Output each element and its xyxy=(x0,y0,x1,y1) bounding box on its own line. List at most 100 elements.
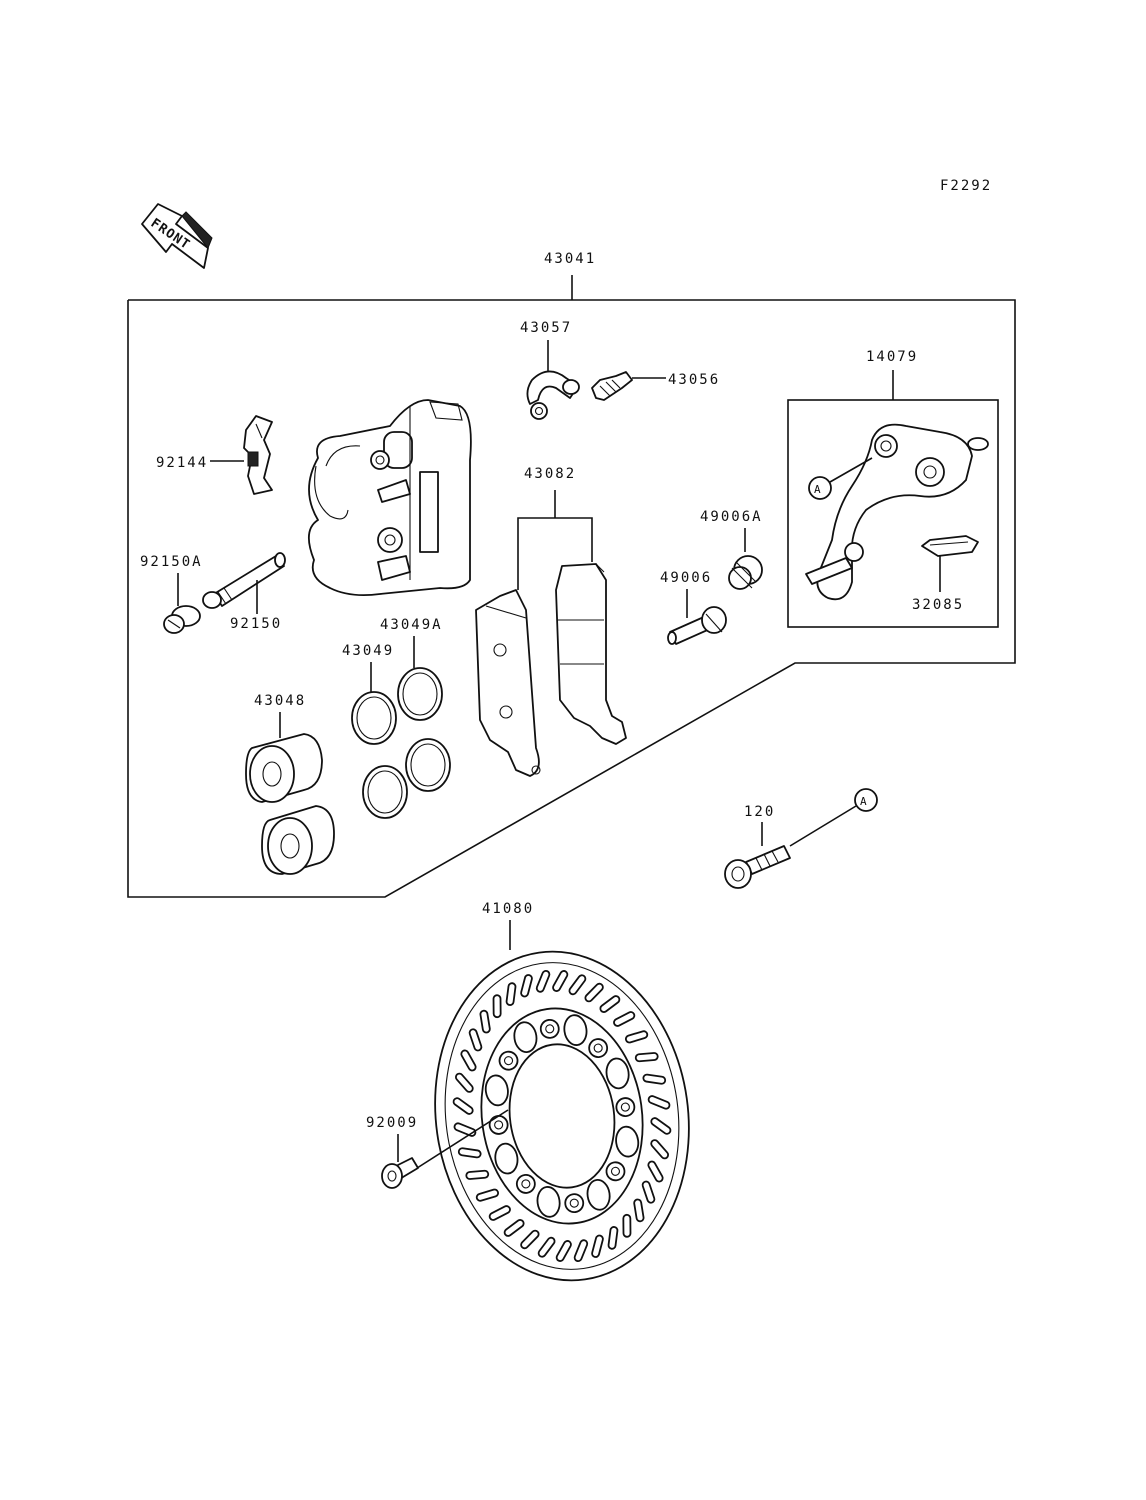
ref-marker-a-label-2: A xyxy=(860,795,867,808)
disc-slot xyxy=(591,1234,604,1258)
disc-slot xyxy=(633,1198,645,1223)
part-number-43049: 43049 xyxy=(342,643,394,659)
disc-slot xyxy=(634,1052,659,1063)
part-number-92150a: 92150A xyxy=(140,554,203,570)
part-number-92009: 92009 xyxy=(366,1115,418,1131)
disc-slot xyxy=(468,1028,483,1052)
disc-slot xyxy=(622,1213,632,1238)
front-arrow-icon: FRONT xyxy=(141,203,213,269)
disc-hole xyxy=(588,1038,609,1058)
part-number-43082: 43082 xyxy=(524,466,576,482)
disc-slot xyxy=(647,1095,671,1110)
disc-hole xyxy=(539,1018,560,1039)
anti-rattle-spring-part xyxy=(243,415,273,495)
disc-mount-holes xyxy=(484,1014,640,1218)
disc-hole xyxy=(605,1161,626,1182)
bleed-valve-part xyxy=(591,371,633,401)
disc-slot xyxy=(452,1097,474,1115)
banjo-fitting-part xyxy=(526,370,580,420)
disc-cutout xyxy=(615,1125,640,1158)
disc-slot xyxy=(505,982,517,1006)
disc-slot xyxy=(647,1160,664,1183)
disc-slot xyxy=(555,1240,572,1262)
disc-slot xyxy=(520,974,533,998)
part-number-49006a: 49006A xyxy=(700,509,763,525)
disc-slot xyxy=(568,974,587,996)
disc-cutout xyxy=(605,1057,630,1090)
disc-bolt-part xyxy=(381,1157,419,1189)
disc-cutout xyxy=(586,1178,611,1211)
disc-hole-inner xyxy=(620,1102,630,1112)
seal-43049-part xyxy=(351,691,408,819)
caliper-pin-part xyxy=(202,552,286,609)
disc-slot xyxy=(641,1180,656,1204)
part-number-32085: 32085 xyxy=(912,597,964,613)
disc-slot xyxy=(573,1239,589,1263)
disc-hole-inner xyxy=(521,1179,531,1189)
disc-slot xyxy=(650,1139,670,1160)
caliper-body-part xyxy=(308,399,472,597)
disc-cutout xyxy=(536,1186,561,1218)
part-number-120: 120 xyxy=(744,804,775,820)
disc-slot xyxy=(460,1049,477,1072)
disc-slot xyxy=(552,970,569,992)
disc-slot xyxy=(607,1226,619,1250)
disc-slot xyxy=(475,1188,500,1202)
disc-hole-inner xyxy=(610,1166,621,1176)
dust-boot-part xyxy=(728,555,763,590)
pad-spring-32085-part xyxy=(921,535,979,557)
bracket-group-outline xyxy=(787,399,999,628)
disc-cutout xyxy=(513,1021,538,1054)
ref-marker-a-label: A xyxy=(814,483,821,496)
disc-slot xyxy=(537,1236,556,1258)
part-number-41080: 41080 xyxy=(482,901,534,917)
disc-slot xyxy=(584,982,604,1003)
disc-cutout xyxy=(563,1014,588,1046)
disc-hole-inner xyxy=(494,1120,504,1130)
disc-slot xyxy=(453,1122,477,1137)
disc-hole-inner xyxy=(569,1198,579,1208)
disc-slot xyxy=(454,1072,474,1093)
bolt-pin-part xyxy=(667,606,727,645)
part-number-43057: 43057 xyxy=(520,320,572,336)
part-number-43041: 43041 xyxy=(544,251,596,267)
mounting-bolt-part xyxy=(724,845,791,889)
part-number-43049a: 43049A xyxy=(380,617,443,633)
disc-slot xyxy=(650,1117,672,1135)
disc-slot xyxy=(599,995,621,1013)
caliper-bracket-part xyxy=(805,423,989,601)
ref-marker-a-bolt xyxy=(854,788,878,812)
disc-hole xyxy=(515,1174,536,1194)
ref-marker-a-bracket xyxy=(808,476,832,500)
disc-slot xyxy=(479,1009,491,1034)
plug-cap-part xyxy=(163,605,201,634)
disc-cutout xyxy=(484,1074,509,1107)
part-number-49006: 49006 xyxy=(660,570,712,586)
brake-disc-part xyxy=(434,950,690,1282)
disc-hole xyxy=(564,1193,585,1214)
part-number-43056: 43056 xyxy=(668,372,720,388)
disc-slot xyxy=(613,1011,636,1027)
disc-cutout xyxy=(494,1142,519,1175)
disc-slot xyxy=(642,1073,667,1085)
part-number-92144: 92144 xyxy=(156,455,208,471)
disc-slot xyxy=(492,994,502,1019)
disc-slot xyxy=(535,969,551,993)
assembly-outline xyxy=(127,299,1016,898)
disc-hole-inner xyxy=(503,1056,514,1066)
part-number-14079: 14079 xyxy=(866,349,918,365)
seal-43049a-part xyxy=(397,667,451,792)
disc-slot xyxy=(503,1219,525,1237)
brake-pad-right-part xyxy=(555,563,627,745)
disc-hole xyxy=(615,1097,636,1117)
part-number-43048: 43048 xyxy=(254,693,306,709)
piston-part xyxy=(245,733,335,875)
part-number-92150: 92150 xyxy=(230,616,282,632)
brake-pad-left-part xyxy=(475,589,541,777)
disc-slot xyxy=(624,1030,649,1044)
disc-slot xyxy=(488,1205,511,1221)
disc-hole-inner xyxy=(545,1024,555,1034)
disc-hole-inner xyxy=(593,1043,603,1053)
disc-slot xyxy=(457,1147,482,1159)
